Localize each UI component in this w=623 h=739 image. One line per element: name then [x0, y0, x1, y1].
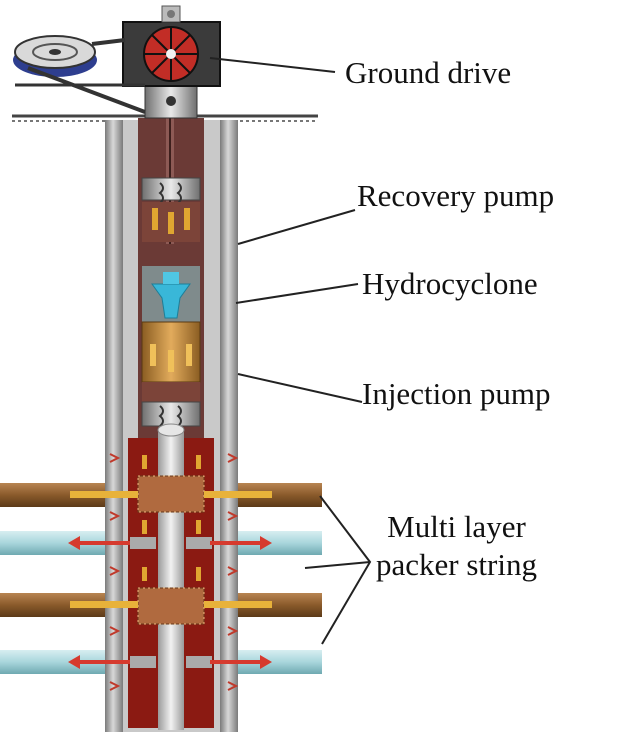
pulley-icon [13, 35, 146, 114]
injection-pump [141, 321, 201, 427]
label-recovery-pump: Recovery pump [357, 178, 555, 213]
packer-string [128, 423, 214, 730]
leader-packer [319, 495, 372, 645]
production-arrows [68, 536, 272, 669]
leader-injection-pump [237, 373, 363, 403]
label-injection-pump: Injection pump [362, 376, 551, 411]
hydrocyclone [142, 266, 200, 322]
recovery-pump [141, 177, 201, 266]
ground-drive-motor-icon [122, 5, 221, 119]
label-packer-line1: Multi layer [387, 509, 526, 544]
label-packer-line2: packer string [376, 547, 537, 582]
label-packer-string: Multi layer packer string [376, 508, 537, 584]
casing-flow-marks [109, 453, 239, 691]
label-ground-drive: Ground drive [345, 55, 512, 90]
leader-recovery-pump [237, 209, 356, 245]
label-hydrocyclone: Hydrocyclone [362, 266, 538, 301]
leader-ground-drive [209, 57, 336, 73]
leader-lines [209, 57, 372, 645]
leader-hydrocyclone [235, 283, 359, 304]
injection-arrows [70, 491, 272, 608]
